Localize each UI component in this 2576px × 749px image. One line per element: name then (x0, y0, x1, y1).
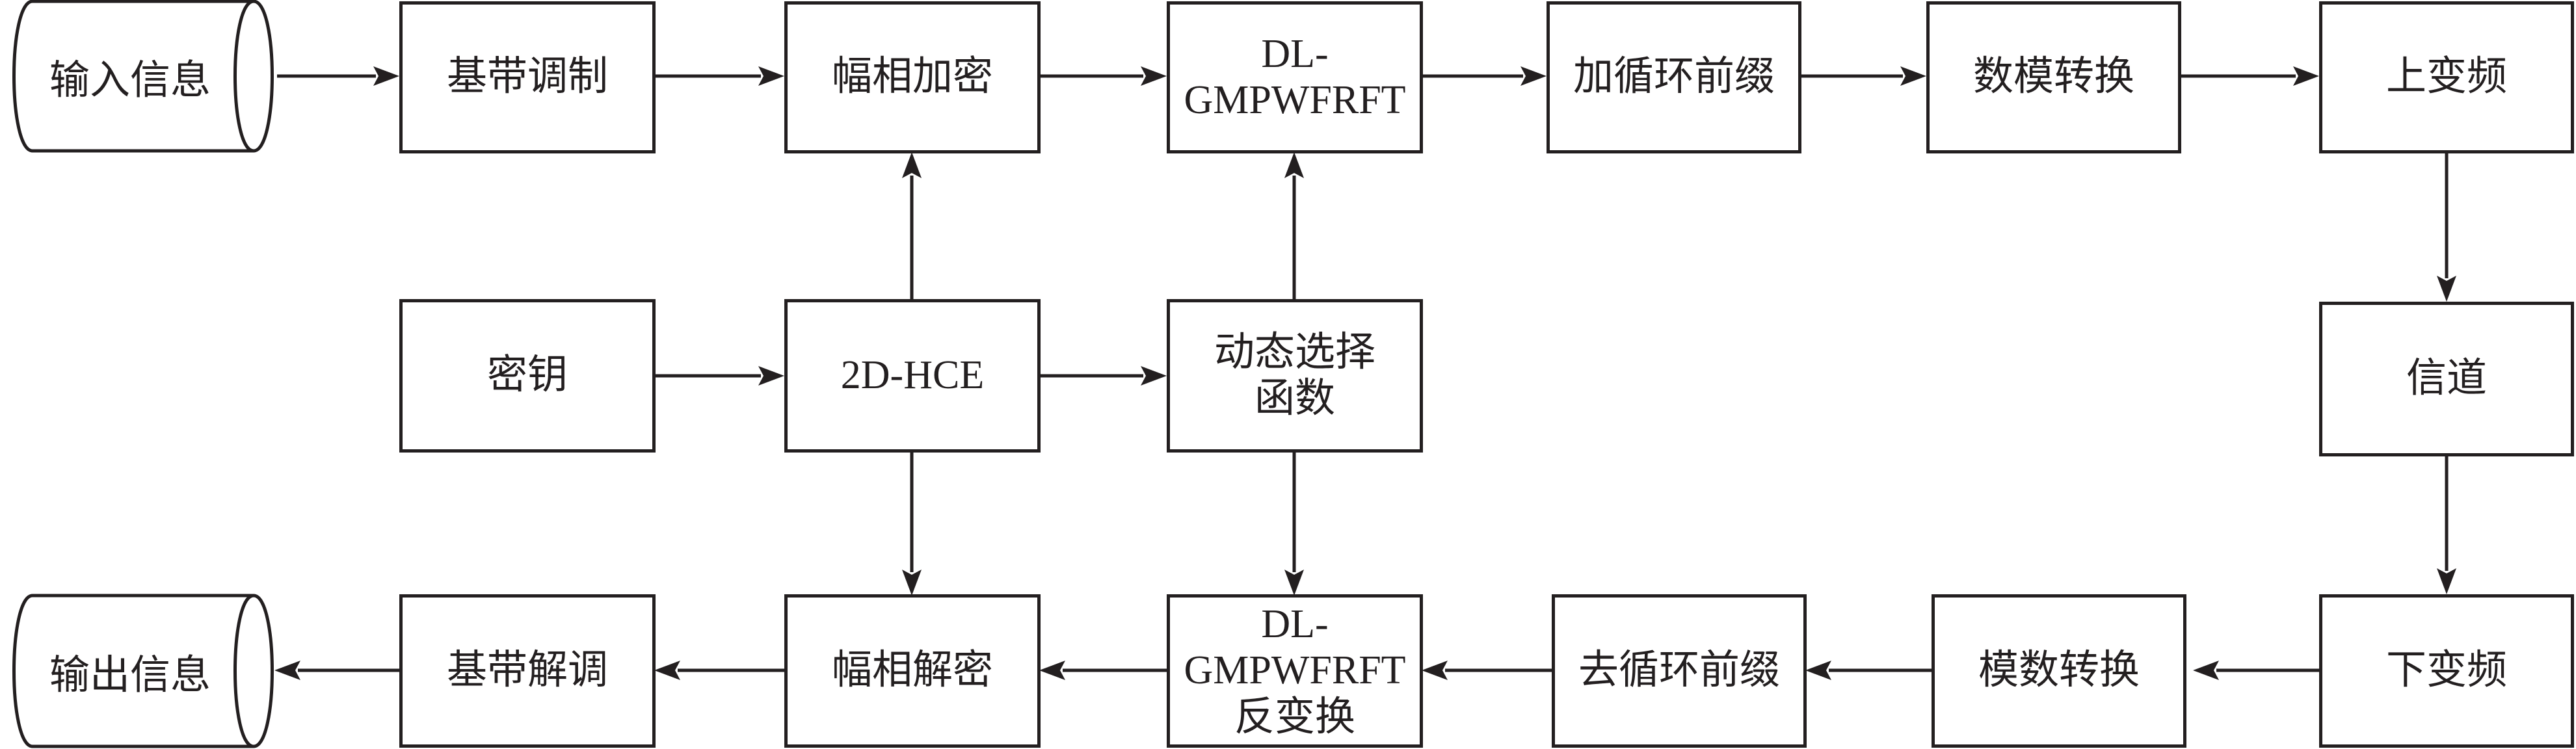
dl-gmpwfrft-box: DL- GMPWFRFT (1167, 1, 1423, 153)
upconversion-label: 上变频 (2385, 55, 2507, 99)
dl-gmpwfrft-inverse-label-line-2: GMPWFRFT (1184, 648, 1406, 693)
hce-2d-box: 2D-HCE (784, 299, 1041, 453)
arrow-dac-to-upconvert (2180, 66, 2319, 86)
add-cyclic-prefix-box: 加循环前缀 (1547, 1, 1801, 153)
arrow-dynamic-select-to-dl-inverse (1284, 451, 1304, 596)
key-label: 密钥 (486, 353, 568, 398)
amplitude-phase-encryption-box: 幅相加密 (784, 1, 1041, 153)
analog-to-digital-label: 模数转换 (1978, 648, 2140, 693)
arrow-dl-inverse-to-decrypt (1039, 661, 1167, 680)
arrow-downconvert-to-adc (2193, 661, 2319, 680)
amplitude-phase-encryption-label: 幅相加密 (831, 55, 993, 99)
downconversion-label: 下变频 (2385, 648, 2507, 693)
dynamic-selection-function-box: 动态选择 函数 (1167, 299, 1423, 453)
arrow-dynamic-select-to-dl-gmpwfrft (1284, 152, 1304, 299)
add-cyclic-prefix-label: 加循环前缀 (1573, 55, 1775, 99)
arrow-decrypt-to-baseband-demod (654, 661, 784, 680)
baseband-demodulation-box: 基带解调 (399, 594, 656, 748)
arrow-hce-to-decrypt (902, 451, 922, 596)
upconversion-box: 上变频 (2319, 1, 2574, 153)
dynamic-selection-label-line-2: 函数 (1254, 376, 1335, 421)
amplitude-phase-decryption-label: 幅相解密 (831, 648, 993, 693)
remove-cyclic-prefix-label: 去循环前缀 (1578, 648, 1780, 693)
downconversion-box: 下变频 (2319, 594, 2574, 748)
arrow-channel-to-downconvert (2437, 455, 2456, 594)
arrow-add-cp-to-dac (1800, 66, 1926, 86)
analog-to-digital-box: 模数转换 (1932, 594, 2186, 748)
hce-2d-label: 2D-HCE (840, 353, 985, 398)
digital-to-analog-label: 数模转换 (1972, 55, 2134, 99)
baseband-modulation-box: 基带调制 (399, 1, 656, 153)
input-info-label: 输入信息 (49, 59, 211, 103)
arrow-input-to-baseband-mod (277, 66, 399, 86)
channel-box: 信道 (2319, 302, 2574, 456)
arrow-baseband-mod-to-encrypt (654, 66, 784, 86)
channel-label: 信道 (2406, 356, 2487, 401)
remove-cyclic-prefix-box: 去循环前缀 (1552, 594, 1807, 748)
arrow-key-to-hce (654, 366, 784, 386)
baseband-modulation-label: 基带调制 (446, 55, 608, 99)
dynamic-selection-label-line-1: 动态选择 (1214, 330, 1375, 374)
amplitude-phase-decryption-box: 幅相解密 (784, 594, 1041, 748)
dl-gmpwfrft-inverse-box: DL- GMPWFRFT 反变换 (1167, 594, 1423, 748)
input-info-terminal-shape (12, 0, 274, 153)
output-info-label: 输出信息 (49, 653, 211, 698)
digital-to-analog-box: 数模转换 (1926, 1, 2181, 153)
arrow-adc-to-remove-cp (1805, 661, 1932, 680)
output-info-terminal-shape (12, 594, 274, 748)
dl-gmpwfrft-label-line-1: DL- (1261, 31, 1329, 76)
arrow-dl-gmpwfrft-to-add-cp (1422, 66, 1547, 86)
baseband-demodulation-label: 基带解调 (446, 648, 608, 693)
arrow-upconvert-to-channel (2437, 152, 2456, 302)
dl-gmpwfrft-inverse-label-line-3: 反变换 (1234, 694, 1355, 739)
arrow-hce-to-dynamic-select (1039, 366, 1167, 386)
dl-gmpwfrft-inverse-label-line-1: DL- (1261, 602, 1329, 647)
arrow-encrypt-to-dl-gmpwfrft (1039, 66, 1167, 86)
key-box: 密钥 (399, 299, 656, 453)
arrow-remove-cp-to-dl-inverse (1422, 661, 1552, 680)
arrow-hce-to-encrypt (902, 152, 922, 299)
dl-gmpwfrft-label-line-2: GMPWFRFT (1184, 78, 1406, 122)
arrow-baseband-demod-to-output (274, 661, 399, 680)
